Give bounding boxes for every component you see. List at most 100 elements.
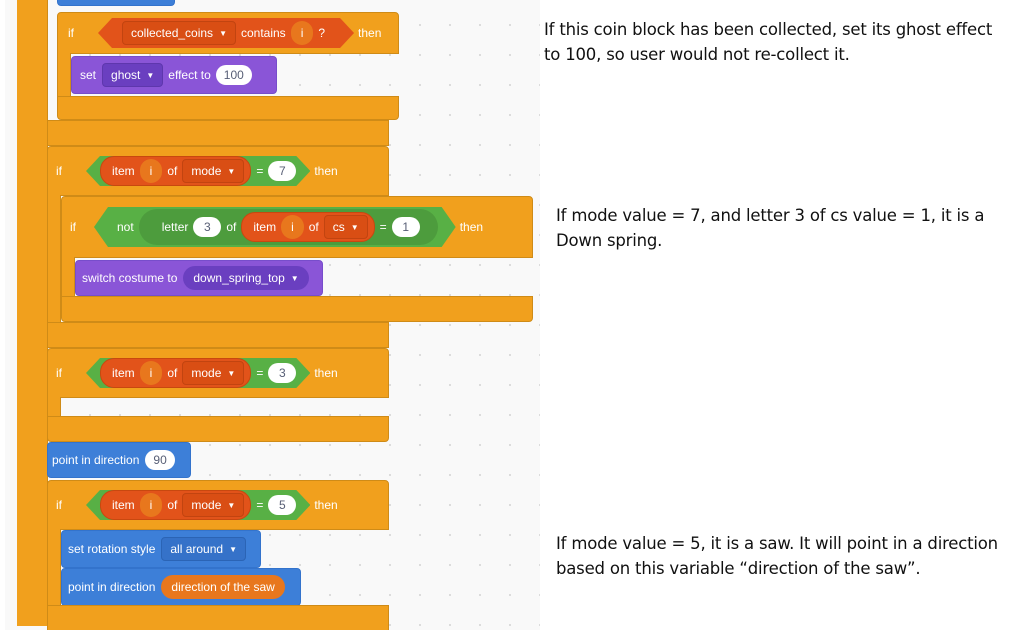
- letter-index-input[interactable]: 3: [193, 217, 221, 237]
- if-arm: [61, 257, 75, 297]
- caret-down-icon: ▼: [227, 368, 236, 378]
- of-label: of: [167, 164, 178, 178]
- dropdown-value: down_spring_top: [193, 271, 285, 285]
- if-block-mode-7[interactable]: if item i of mode ▼ = 7 then: [47, 146, 389, 196]
- variable-i[interactable]: i: [140, 493, 163, 517]
- scratch-code-area[interactable]: if collected_coins ▼ contains i ? then se…: [5, 0, 540, 630]
- item-of-list-reporter[interactable]: item i of mode ▼: [100, 358, 251, 388]
- dropdown-value: mode: [191, 498, 222, 512]
- item-label: item: [112, 366, 135, 380]
- item-of-list-reporter[interactable]: item i of cs ▼: [241, 212, 374, 242]
- if-block-collected[interactable]: if collected_coins ▼ contains i ? then: [57, 12, 399, 54]
- caret-down-icon: ▼: [290, 273, 299, 283]
- letter-label: letter: [161, 220, 189, 234]
- point-direction-label: point in direction: [52, 453, 140, 467]
- if-block-mode-5[interactable]: if item i of mode▼ = 5 then: [47, 480, 389, 530]
- if-label: if: [68, 26, 74, 40]
- variable-i[interactable]: i: [140, 159, 163, 183]
- then-label: then: [358, 26, 382, 40]
- equals-label: =: [256, 164, 264, 178]
- set-label: set: [80, 68, 97, 82]
- if-label: if: [70, 220, 76, 234]
- set-rotation-style-block[interactable]: set rotation style all around ▼: [61, 530, 261, 568]
- direction-input[interactable]: 90: [145, 450, 175, 470]
- dropdown-value: mode: [191, 366, 222, 380]
- question-mark: ?: [318, 26, 326, 40]
- direction-variable[interactable]: direction of the saw: [161, 575, 285, 599]
- caret-down-icon: ▼: [146, 70, 155, 80]
- of-label: of: [226, 220, 237, 234]
- rotation-style-label: set rotation style: [68, 542, 156, 556]
- item-label: item: [112, 498, 135, 512]
- dropdown-value: mode: [191, 164, 222, 178]
- point-direction-label: point in direction: [68, 580, 156, 594]
- compare-value-input[interactable]: 5: [268, 495, 296, 515]
- effect-to-label: effect to: [168, 68, 211, 82]
- equals-condition[interactable]: item i of mode▼ = 5: [86, 490, 310, 520]
- list-dropdown[interactable]: collected_coins ▼: [122, 21, 236, 45]
- variable-i[interactable]: i: [140, 361, 163, 385]
- contains-condition[interactable]: collected_coins ▼ contains i ?: [98, 18, 354, 48]
- caret-down-icon: ▼: [229, 544, 238, 554]
- if-bottom: [57, 96, 399, 120]
- switch-costume-block[interactable]: switch costume to down_spring_top▼: [75, 260, 323, 296]
- if-bottom: [47, 322, 389, 348]
- note-down-spring: If mode value = 7, and letter 3 of cs va…: [556, 206, 985, 250]
- if-label: if: [56, 164, 62, 178]
- if-label: if: [56, 498, 62, 512]
- list-dropdown[interactable]: mode ▼: [182, 493, 244, 517]
- if-block-mode-3[interactable]: if item i of mode▼ = 3 then: [47, 348, 389, 398]
- not-condition[interactable]: not letter 3 of item i of cs ▼ = 1: [94, 207, 456, 247]
- rotation-style-dropdown[interactable]: all around ▼: [161, 537, 247, 561]
- item-of-list-reporter[interactable]: item i of mode ▼: [100, 490, 251, 520]
- not-label: not: [117, 220, 134, 234]
- if-arm: [47, 397, 61, 417]
- equals-condition[interactable]: letter 3 of item i of cs ▼ = 1: [139, 209, 438, 245]
- if-bottom: [47, 605, 389, 630]
- list-dropdown[interactable]: mode ▼: [182, 159, 244, 183]
- then-label: then: [459, 220, 484, 234]
- item-label: item: [253, 220, 277, 234]
- motion-block-fragment[interactable]: [57, 0, 175, 6]
- effect-value-input[interactable]: 100: [215, 65, 252, 85]
- compare-value-input[interactable]: 7: [268, 161, 296, 181]
- contains-label: contains: [240, 26, 286, 40]
- outer-if-bottom: [47, 120, 389, 146]
- then-label: then: [314, 164, 338, 178]
- equals-label: =: [256, 366, 264, 380]
- equals-condition[interactable]: item i of mode ▼ = 3: [86, 358, 310, 388]
- note-collected-coins: If this coin block has been collected, s…: [544, 20, 993, 64]
- set-effect-block[interactable]: set ghost▼ effect to 100: [71, 56, 277, 94]
- item-of-list-reporter[interactable]: item i of mode ▼: [100, 156, 251, 186]
- costume-dropdown[interactable]: down_spring_top ▼: [183, 266, 309, 290]
- of-label: of: [308, 220, 319, 234]
- point-in-direction-block[interactable]: point in direction direction of the saw: [61, 568, 301, 606]
- if-arm: [57, 53, 71, 99]
- list-dropdown[interactable]: mode ▼: [182, 361, 244, 385]
- note-saw: If mode value = 5, it is a saw. It will …: [556, 534, 998, 578]
- compare-value-input[interactable]: 1: [392, 217, 420, 237]
- dropdown-value: cs: [332, 220, 345, 234]
- then-label: then: [314, 498, 338, 512]
- variable-i[interactable]: i: [281, 215, 304, 239]
- item-label: item: [112, 164, 135, 178]
- if-block-letter-cs[interactable]: if not letter 3 of item i of cs ▼ = 1 the…: [61, 196, 533, 258]
- dropdown-value: all around: [170, 542, 224, 556]
- caret-down-icon: ▼: [350, 222, 359, 232]
- if-arm: [47, 529, 61, 607]
- compare-value-input[interactable]: 3: [268, 363, 296, 383]
- dropdown-value: collected_coins: [131, 26, 214, 40]
- caret-down-icon: ▼: [227, 500, 236, 510]
- list-dropdown[interactable]: cs ▼: [324, 215, 368, 239]
- of-label: of: [167, 498, 178, 512]
- of-label: of: [167, 366, 178, 380]
- variable-i[interactable]: i: [291, 21, 314, 45]
- point-in-direction-block[interactable]: point in direction 90: [47, 442, 191, 478]
- caret-down-icon: ▼: [227, 166, 236, 176]
- if-bottom: [61, 296, 533, 322]
- equals-condition[interactable]: item i of mode ▼ = 7: [86, 156, 310, 186]
- if-bottom: [47, 416, 389, 442]
- caret-down-icon: ▼: [219, 28, 227, 38]
- equals-label: =: [379, 220, 387, 234]
- effect-dropdown[interactable]: ghost▼: [102, 63, 164, 87]
